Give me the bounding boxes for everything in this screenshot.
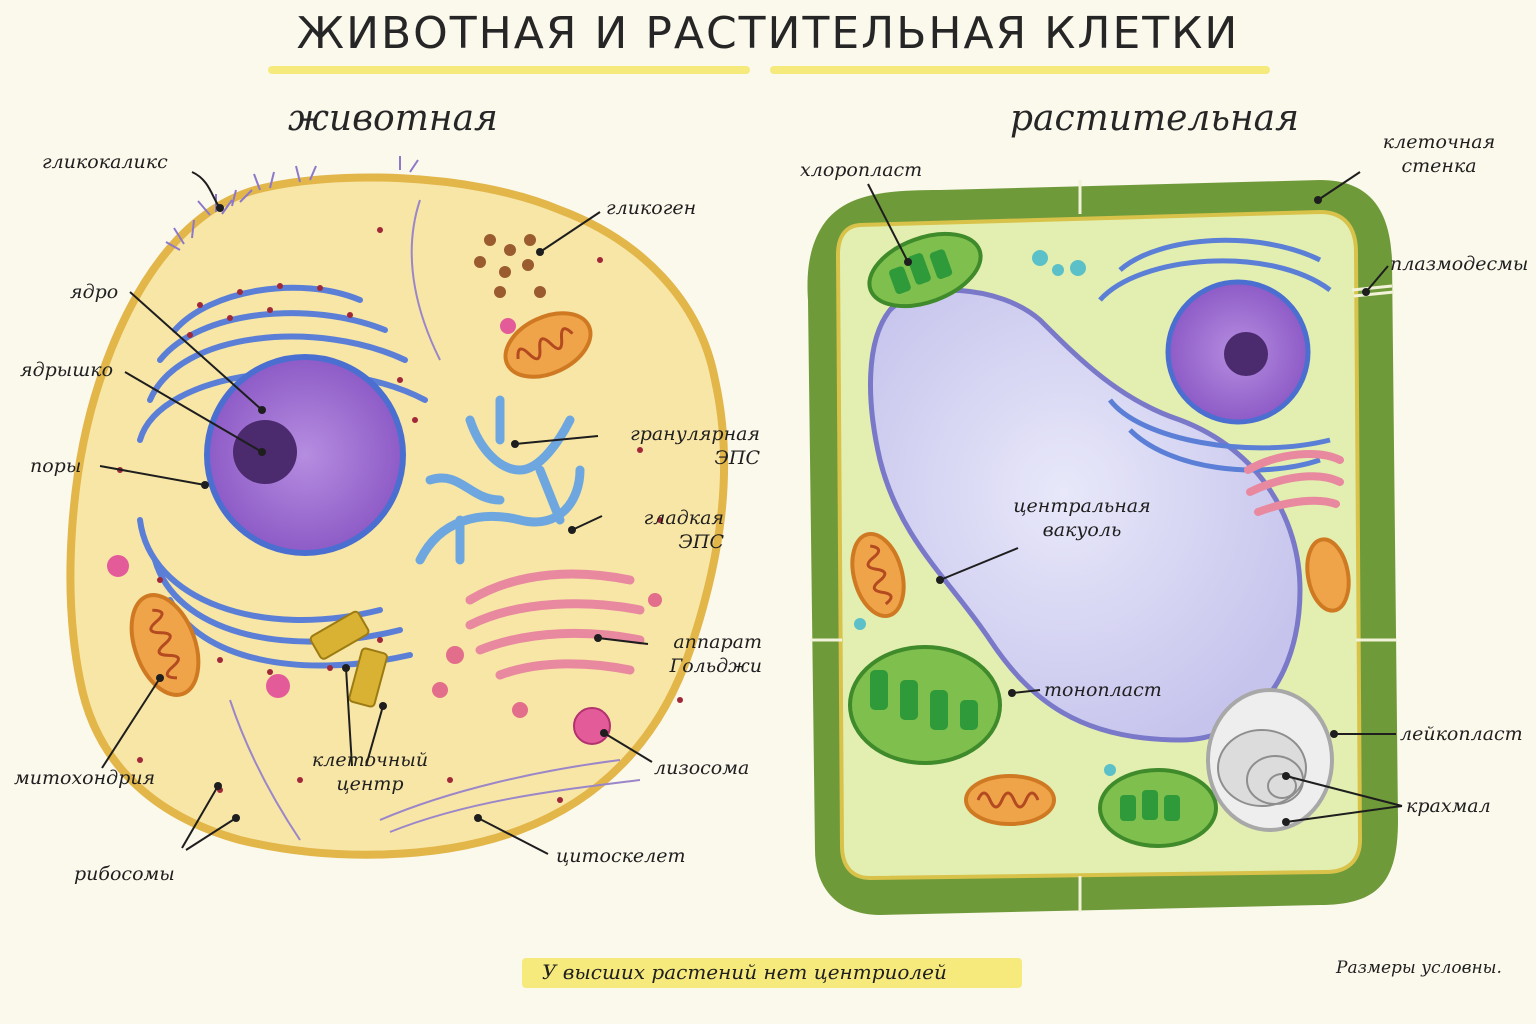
glycogen-granules xyxy=(474,234,546,298)
label-golgi: аппарат Гольджи xyxy=(669,631,762,677)
plant-mitochondrion-bottom xyxy=(964,774,1056,826)
label-plasmodesmata: плазмодесмы xyxy=(1390,253,1529,275)
plant-mitochondrion-left xyxy=(850,531,906,619)
label-rough-er: гранулярная ЭПС xyxy=(630,423,760,469)
scale-note: Размеры условны. xyxy=(1336,958,1502,978)
label-chloroplast: хлоропласт xyxy=(800,159,923,181)
leucoplast xyxy=(1206,688,1334,832)
golgi-vesicles xyxy=(432,593,662,718)
animal-heading: животная xyxy=(288,98,498,139)
label-central-vacuole: центральная вакуоль xyxy=(1013,495,1151,541)
plant-nucleolus xyxy=(1224,332,1268,376)
plant-heading: растительная xyxy=(1010,98,1299,139)
title-highlight-right xyxy=(770,66,1270,74)
label-tonoplast: тонопласт xyxy=(1044,679,1162,701)
vesicle xyxy=(107,555,129,577)
leader-lines xyxy=(99,171,1403,855)
leader-dots xyxy=(156,196,1370,826)
label-mitochondrion: митохондрия xyxy=(14,767,156,789)
label-nucleolus: ядрышко xyxy=(20,359,114,381)
lysosome xyxy=(573,707,611,745)
starch-grain xyxy=(1217,729,1307,807)
label-cytoskeleton: цитоскелет xyxy=(556,845,686,867)
plasmodesmata xyxy=(810,180,1396,912)
label-lysosome: лизосома xyxy=(654,757,750,779)
cytoskeleton xyxy=(229,199,641,841)
golgi-apparatus xyxy=(465,569,645,680)
plant-rough-er xyxy=(1098,237,1332,473)
plant-cell xyxy=(807,180,1398,915)
animal-nucleus xyxy=(204,354,406,556)
label-starch: крахмал xyxy=(1406,795,1491,817)
label-ribosomes: рибосомы xyxy=(74,863,175,885)
label-nucleus: ядро xyxy=(70,281,119,303)
label-glycocalyx: гликокаликс xyxy=(42,151,168,173)
page-title: ЖИВОТНАЯ И РАСТИТЕЛЬНАЯ КЛЕТКИ xyxy=(296,8,1240,59)
vesicle xyxy=(500,318,516,334)
label-smooth-er: гладкая ЭПС xyxy=(643,507,724,553)
label-pores: поры xyxy=(30,455,82,477)
label-cell-wall: клеточная стенка xyxy=(1382,131,1496,177)
animal-mitochondrion-top xyxy=(503,311,593,379)
label-glycogen: гликоген xyxy=(606,197,697,219)
chloroplast-top xyxy=(867,231,983,309)
label-centrosome: клеточный центр xyxy=(311,749,429,795)
footer-note: У высших растений нет центриолей xyxy=(542,960,947,984)
chloroplast-bottom xyxy=(1098,768,1218,848)
title-highlight-left xyxy=(268,66,750,74)
smooth-er xyxy=(415,395,585,565)
vesicle xyxy=(266,674,290,698)
free-ribosomes xyxy=(117,227,683,821)
chloroplast-bottom-left xyxy=(848,645,1002,765)
plant-mitochondrion-right xyxy=(1305,537,1351,613)
centrioles xyxy=(309,610,388,708)
animal-cell xyxy=(66,156,729,859)
plant-vesicles xyxy=(854,250,1116,776)
animal-mitochondrion-left xyxy=(129,593,201,697)
label-leucoplast: лейкопласт xyxy=(1400,723,1523,745)
plant-golgi xyxy=(1244,450,1344,516)
footer-highlight xyxy=(522,958,1022,988)
